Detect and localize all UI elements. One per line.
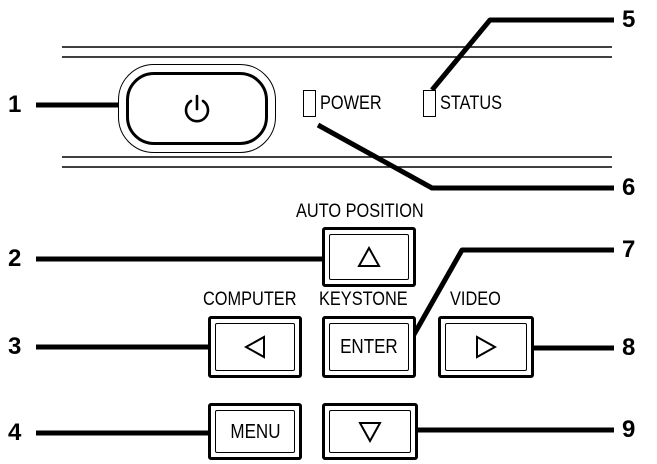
triangle-down-icon [358, 421, 382, 443]
callout-number-1: 1 [8, 91, 22, 118]
computer-left-button[interactable] [208, 316, 302, 378]
power-indicator-led [303, 90, 316, 117]
video-right-button[interactable] [438, 316, 534, 378]
down-button[interactable] [322, 403, 418, 460]
callout-number-4: 4 [8, 419, 22, 446]
callout-number-2: 2 [8, 245, 22, 272]
enter-button-label: ENTER [340, 336, 398, 358]
auto-position-up-button-face[interactable] [329, 234, 409, 280]
keystone-label: KEYSTONE [319, 289, 408, 310]
computer-label: COMPUTER [203, 289, 297, 310]
keystone-enter-button[interactable]: ENTER [322, 316, 416, 378]
status-indicator-led [423, 90, 436, 117]
triangle-up-icon [357, 246, 381, 267]
leader-line-7 [405, 247, 614, 347]
down-button-face[interactable] [329, 410, 411, 453]
power-button[interactable] [118, 64, 276, 153]
auto-position-label: AUTO POSITION [296, 201, 424, 222]
callout-number-9: 9 [622, 416, 636, 443]
video-right-button-face[interactable] [445, 323, 527, 371]
computer-left-button-face[interactable] [215, 323, 295, 371]
callout-number-5: 5 [622, 6, 636, 33]
menu-button[interactable]: MENU [208, 403, 302, 460]
video-label: VIDEO [450, 289, 501, 310]
leader-line-6 [316, 122, 614, 191]
power-symbol-icon [184, 94, 210, 122]
callout-number-3: 3 [8, 333, 22, 360]
power-indicator-label: POWER [320, 93, 382, 114]
power-button-face[interactable] [126, 72, 268, 145]
auto-position-up-button[interactable] [322, 227, 416, 287]
status-indicator-label: STATUS [440, 93, 503, 114]
menu-button-label: MENU [229, 420, 281, 443]
callout-number-7: 7 [622, 236, 636, 263]
callout-number-8: 8 [622, 334, 636, 361]
menu-button-face[interactable]: MENU [215, 410, 295, 453]
leader-line-5 [430, 17, 614, 92]
keystone-enter-button-face[interactable]: ENTER [329, 323, 409, 371]
triangle-right-icon [476, 335, 497, 359]
callout-number-6: 6 [622, 174, 636, 201]
triangle-left-icon [244, 335, 265, 359]
